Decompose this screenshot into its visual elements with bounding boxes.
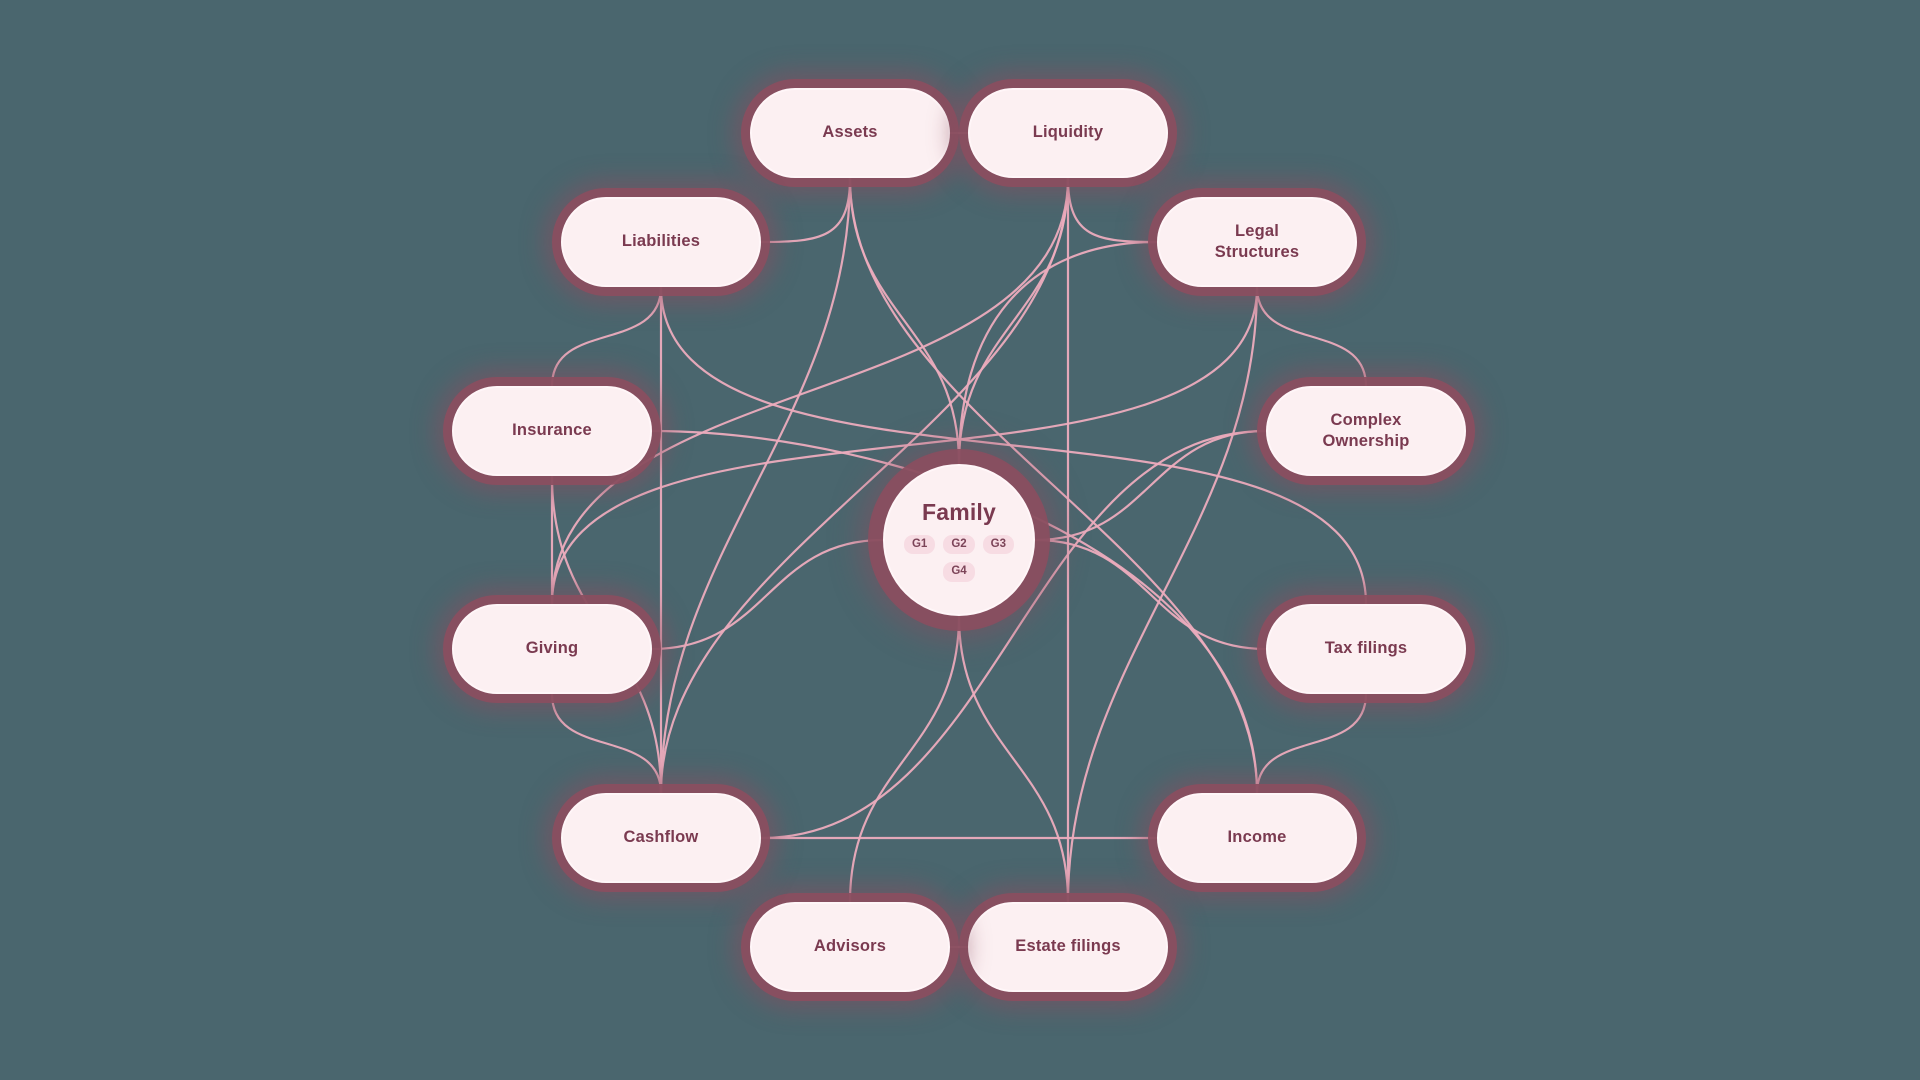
edge-family-assets — [848, 176, 961, 466]
node-assets[interactable]: Assets — [750, 88, 950, 178]
edge-family-estate — [957, 614, 1070, 904]
edge-tax-income — [1255, 692, 1368, 795]
generation-badge-g4[interactable]: G4 — [943, 562, 975, 582]
node-insurance[interactable]: Insurance — [452, 386, 652, 476]
node-giving-label: Giving — [525, 639, 579, 658]
edge-family-tax — [1033, 538, 1268, 651]
edge-complex-cashflow — [759, 429, 1268, 840]
generation-badge-g2[interactable]: G2 — [943, 534, 975, 554]
node-family[interactable]: Family G1 G2 G3 G4 — [883, 464, 1035, 616]
node-income-label: Income — [1227, 828, 1287, 847]
edge-family-complex — [1033, 429, 1268, 542]
node-legal-structures[interactable]: Legal Structures — [1157, 197, 1357, 287]
node-giving[interactable]: Giving — [452, 604, 652, 694]
edge-legal-estate — [1066, 285, 1259, 904]
node-tax-filings-label: Tax filings — [1324, 639, 1408, 658]
edge-family-liquidity — [957, 176, 1070, 466]
node-assets-label: Assets — [822, 123, 878, 142]
node-liquidity-label: Liquidity — [1032, 123, 1104, 142]
edge-legal-complex — [1255, 285, 1368, 388]
edge-family-legal — [957, 240, 1159, 466]
node-advisors[interactable]: Advisors — [750, 902, 950, 992]
edge-insurance-income — [650, 429, 1259, 795]
node-income[interactable]: Income — [1157, 793, 1357, 883]
edge-giving-cashflow — [550, 692, 663, 795]
node-insurance-label: Insurance — [512, 421, 592, 440]
node-liabilities[interactable]: Liabilities — [561, 197, 761, 287]
edge-liquidity-legal — [1066, 176, 1159, 244]
node-complex-ownership-label: Complex Ownership — [1322, 410, 1410, 450]
node-estate-filings-label: Estate filings — [1015, 937, 1121, 956]
edge-liquidity-giving — [550, 176, 1070, 606]
generation-badges-row-2: G4 — [943, 562, 975, 582]
edge-family-advisors — [848, 614, 961, 904]
edge-legal-giving — [550, 285, 1259, 606]
generation-badge-g3[interactable]: G3 — [982, 534, 1015, 554]
edge-assets-cashflow — [659, 176, 852, 795]
node-tax-filings[interactable]: Tax filings — [1266, 604, 1466, 694]
node-liabilities-label: Liabilities — [621, 232, 701, 251]
edge-liabilities-tax — [659, 285, 1368, 606]
generation-badges-row-1: G1 G2 G3 — [903, 534, 1015, 554]
node-advisors-label: Advisors — [813, 937, 887, 956]
node-estate-filings[interactable]: Estate filings — [968, 902, 1168, 992]
node-cashflow[interactable]: Cashflow — [561, 793, 761, 883]
edge-family-giving — [650, 538, 885, 651]
family-node-title: Family — [921, 498, 997, 525]
edge-assets-liabilities — [759, 176, 852, 244]
node-legal-structures-label: Legal Structures — [1214, 221, 1300, 261]
node-complex-ownership[interactable]: Complex Ownership — [1266, 386, 1466, 476]
node-liquidity[interactable]: Liquidity — [968, 88, 1168, 178]
node-cashflow-label: Cashflow — [623, 828, 699, 847]
generation-badge-g1[interactable]: G1 — [903, 534, 936, 554]
edge-liabilities-insurance — [550, 285, 663, 388]
